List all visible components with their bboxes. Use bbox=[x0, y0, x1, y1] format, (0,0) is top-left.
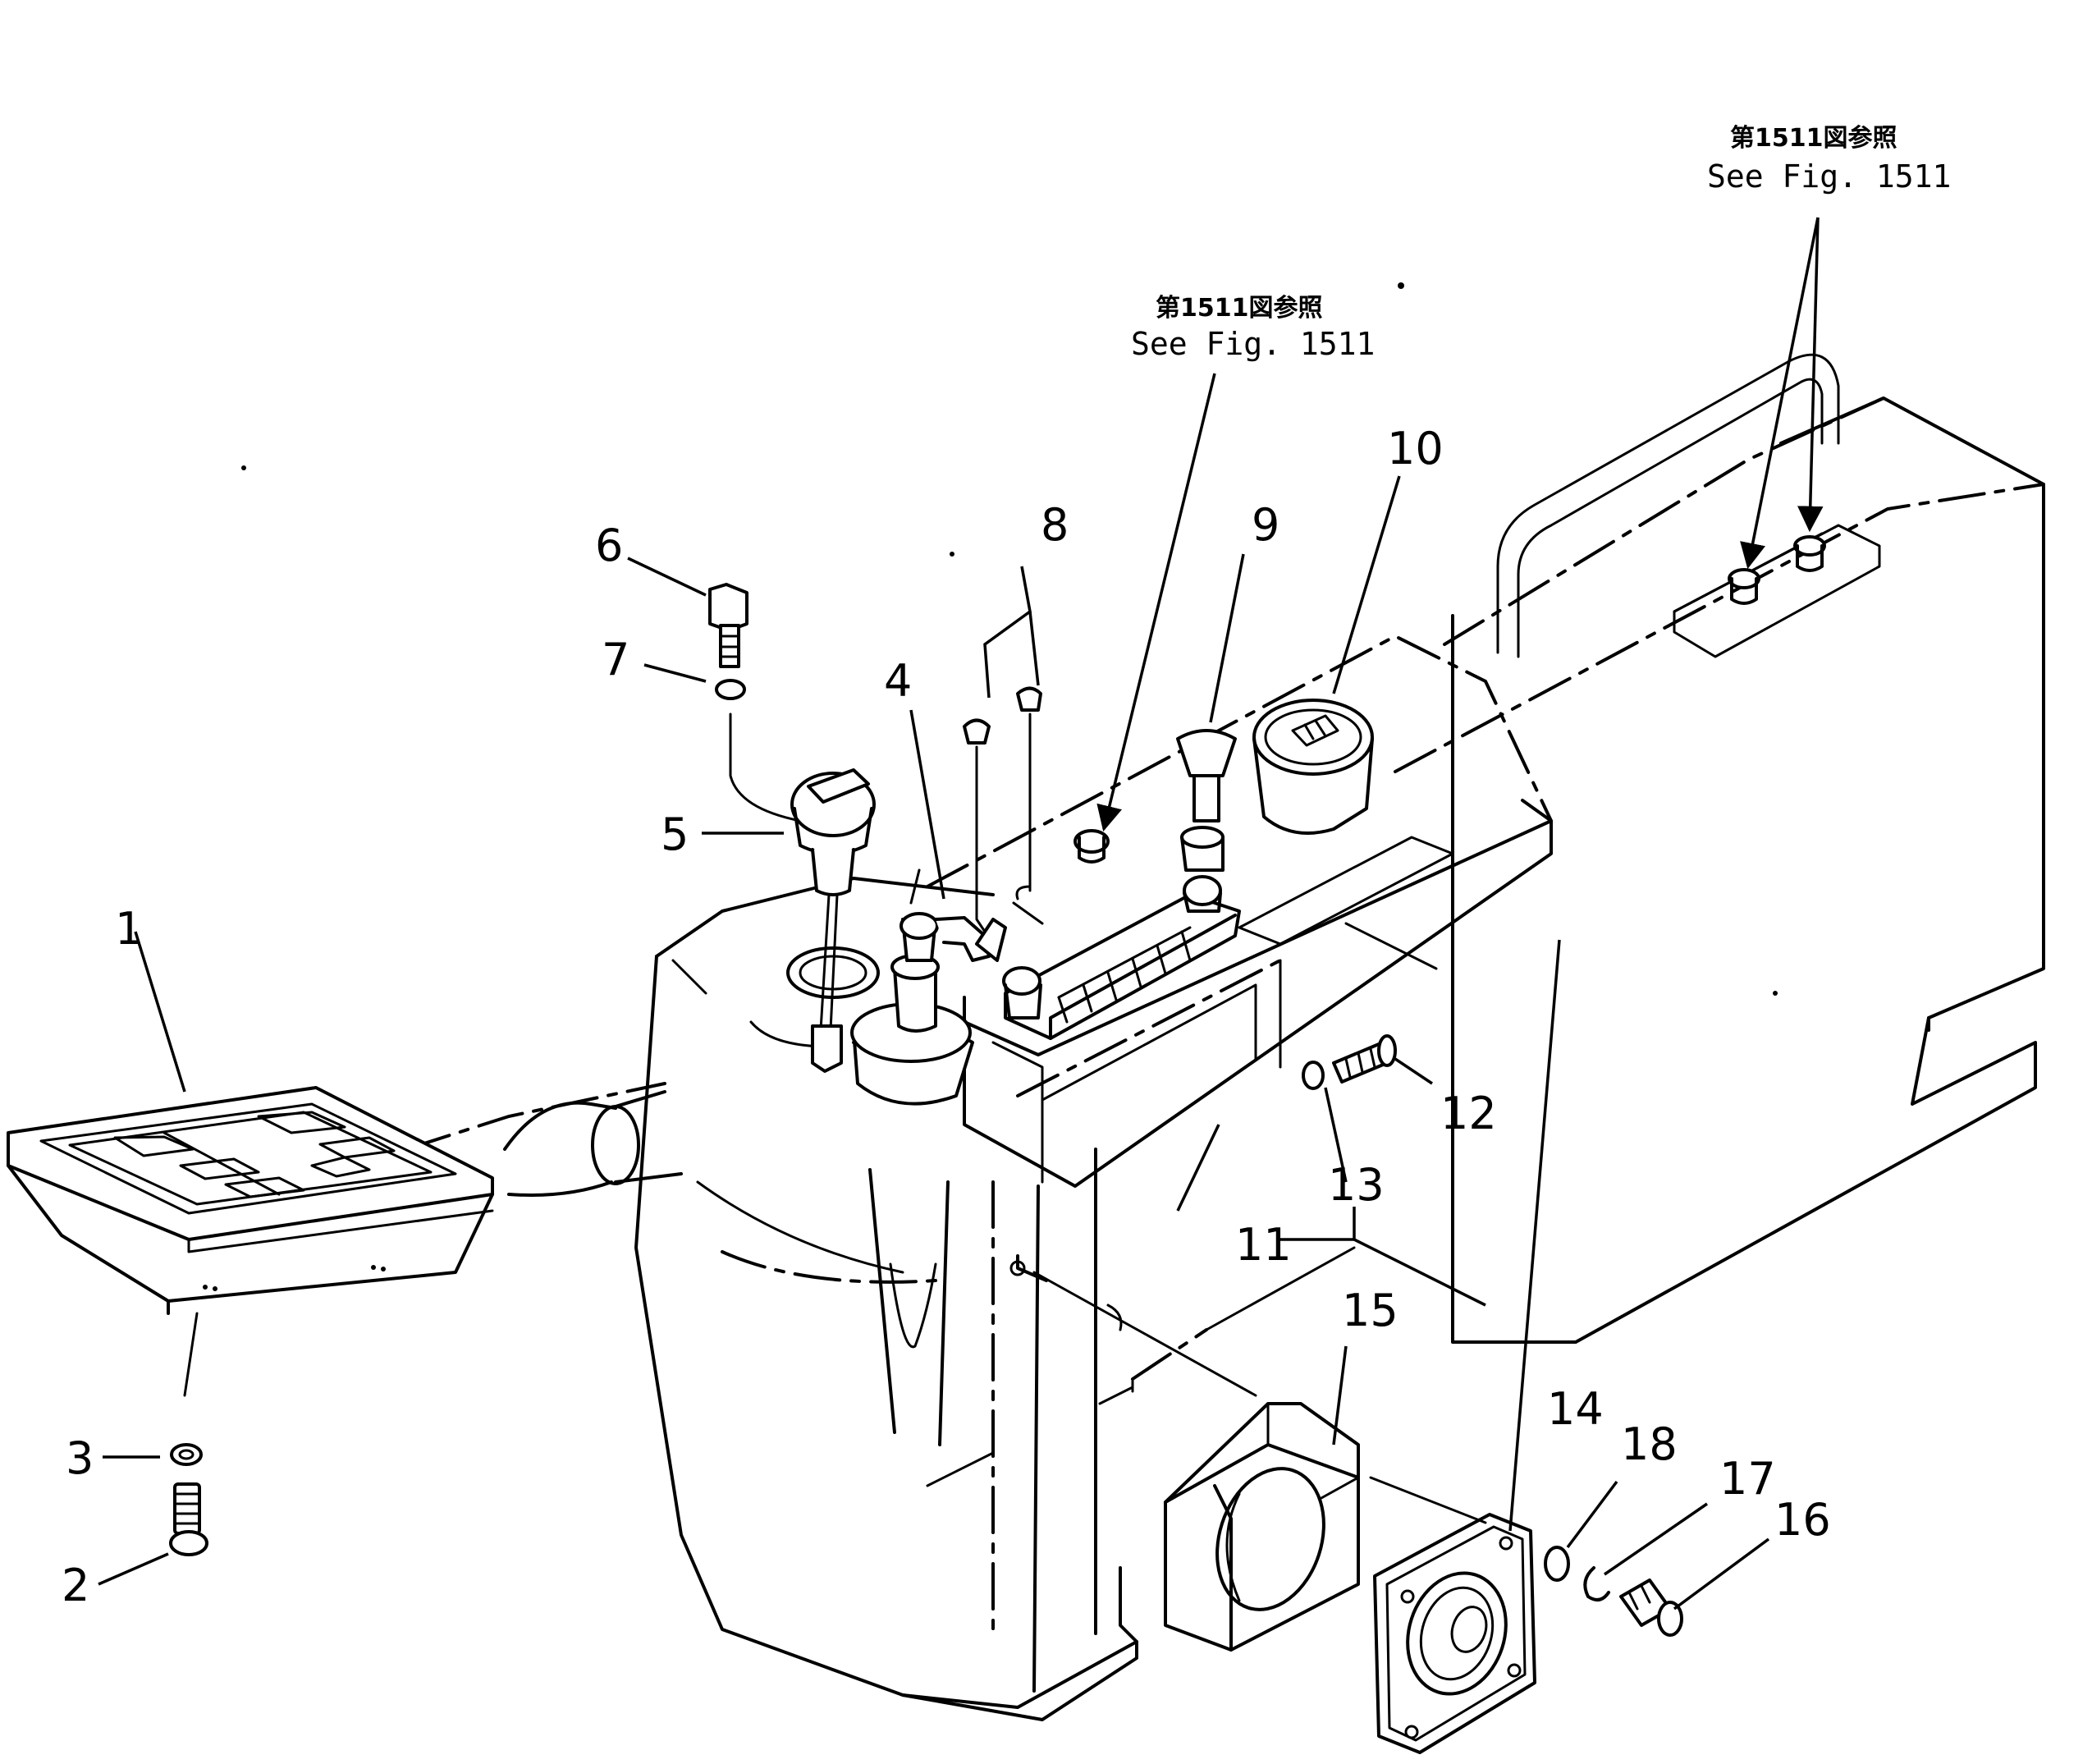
spacer-15 bbox=[1164, 1402, 1360, 1652]
screw-2-washer-3 bbox=[169, 1312, 208, 1556]
indicator-lamp-9 bbox=[1176, 729, 1237, 872]
bolt-6-washer-7 bbox=[708, 583, 831, 831]
hour-meter-10 bbox=[1252, 699, 1374, 835]
part-label-1: 1 bbox=[115, 903, 143, 955]
part-label-14: 14 bbox=[1547, 1383, 1604, 1435]
part-label-15: 15 bbox=[1342, 1285, 1398, 1336]
washer-18-17-screw-16 bbox=[1544, 1546, 1683, 1637]
part-label-6: 6 bbox=[595, 520, 623, 571]
scan-specks bbox=[241, 282, 1778, 996]
part-label-17: 17 bbox=[1719, 1453, 1776, 1505]
part-label-9: 9 bbox=[1252, 499, 1279, 551]
cabinet-bolts bbox=[1073, 535, 1826, 864]
bracket-lines bbox=[1009, 1246, 1487, 1524]
reference-japanese: 第1511図参照 bbox=[1156, 294, 1323, 323]
part-label-7: 7 bbox=[602, 634, 629, 685]
part-number-labels: 1 3 2 4 5 6 7 8 9 10 11 12 13 14 15 16 1… bbox=[62, 423, 1831, 1611]
part-label-12: 12 bbox=[1440, 1088, 1497, 1139]
switch-row bbox=[1002, 875, 1241, 1040]
reference-japanese: 第1511図参照 bbox=[1730, 124, 1897, 153]
part-label-5: 5 bbox=[661, 809, 689, 860]
part-label-10: 10 bbox=[1387, 423, 1444, 474]
meter-box bbox=[7, 1086, 494, 1315]
reference-english: See Fig. 1511 bbox=[1131, 326, 1375, 362]
reference-english: See Fig. 1511 bbox=[1707, 158, 1951, 195]
figure-reference-right: 第1511図参照 See Fig. 1511 bbox=[1707, 124, 1951, 195]
part-label-8: 8 bbox=[1041, 499, 1069, 551]
speaker-flange-14 bbox=[1373, 1513, 1536, 1754]
figure-reference-center: 第1511図参照 See Fig. 1511 bbox=[1131, 294, 1375, 362]
plugs-8 bbox=[963, 686, 1044, 933]
switch-knob-5 bbox=[786, 768, 880, 1073]
part-label-16: 16 bbox=[1774, 1494, 1831, 1546]
part-label-11: 11 bbox=[1235, 1219, 1292, 1271]
part-label-3: 3 bbox=[66, 1432, 94, 1484]
dashboard-panel bbox=[926, 634, 1553, 1188]
part-label-18: 18 bbox=[1621, 1418, 1678, 1470]
part-label-2: 2 bbox=[62, 1560, 89, 1611]
conduit bbox=[405, 1082, 683, 1197]
key-switch-4 bbox=[850, 868, 1007, 1106]
bolt-12-washer-13 bbox=[1302, 1034, 1397, 1090]
part-label-4: 4 bbox=[884, 655, 912, 707]
part-label-13: 13 bbox=[1328, 1159, 1385, 1211]
rear-cabinet bbox=[1394, 353, 2045, 1344]
leader-lines bbox=[98, 217, 1824, 1611]
